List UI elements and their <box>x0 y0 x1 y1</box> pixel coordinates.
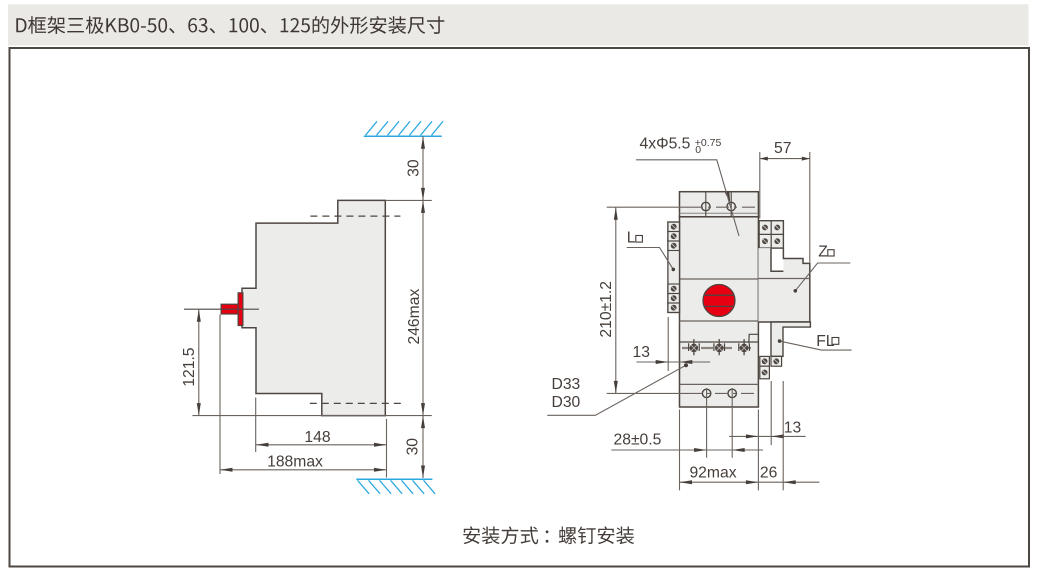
svg-text:Z: Z <box>818 244 828 261</box>
svg-text:210±1.2: 210±1.2 <box>598 281 615 338</box>
svg-text:148: 148 <box>304 429 330 446</box>
svg-text:121.5: 121.5 <box>181 347 198 387</box>
svg-text:13: 13 <box>632 344 650 361</box>
svg-text:30: 30 <box>405 159 422 177</box>
svg-text:4xΦ5.5: 4xΦ5.5 <box>640 135 691 152</box>
svg-text:FL: FL <box>816 333 835 350</box>
svg-text:246max: 246max <box>406 289 423 345</box>
svg-text:L: L <box>627 230 636 247</box>
svg-text:13: 13 <box>784 419 802 436</box>
svg-text:D33: D33 <box>552 376 581 393</box>
svg-text:+0.75: +0.75 <box>695 137 722 149</box>
svg-text:D30: D30 <box>552 394 581 411</box>
svg-text:28±0.5: 28±0.5 <box>614 432 662 449</box>
svg-text:188max: 188max <box>267 453 323 470</box>
svg-text:30: 30 <box>405 438 422 456</box>
svg-text:0: 0 <box>695 144 701 156</box>
svg-text:92max: 92max <box>689 464 736 481</box>
svg-text:26: 26 <box>760 464 778 481</box>
svg-text:57: 57 <box>774 140 791 157</box>
